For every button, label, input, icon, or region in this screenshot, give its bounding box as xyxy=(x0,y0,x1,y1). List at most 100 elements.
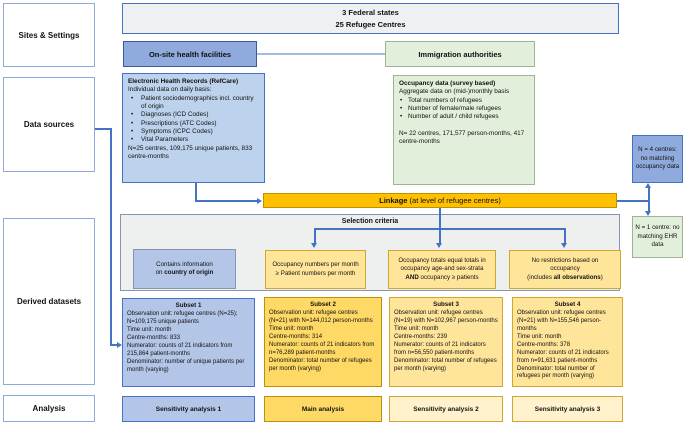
sensitivity-analysis-2-box: Sensitivity analysis 2 xyxy=(389,396,503,422)
criterion-bold: all observations xyxy=(553,273,601,281)
subset-2-box: Subset 2 Observation unit: refugee centr… xyxy=(264,297,382,387)
sensitivity-analysis-1-box: Sensitivity analysis 1 xyxy=(122,396,255,422)
criterion-line: occupancy age-and sex-strata xyxy=(400,265,484,273)
connector-onsite-immigration xyxy=(257,53,385,55)
occupancy-title: Occupancy data (survey based) xyxy=(399,80,496,87)
note-text: N = 4 centres: no matching occupancy dat… xyxy=(635,145,680,171)
ehr-bullet: Patient sociodemographics incl. country … xyxy=(128,95,259,112)
connector-linkage-down xyxy=(439,208,441,230)
criterion-line: Occupancy numbers per month xyxy=(272,261,359,269)
arrowhead-into-criterion2 xyxy=(311,243,317,248)
subset-3-box: Subset 3 Observation unit: refugee centr… xyxy=(389,297,503,387)
subset-body: Observation unit: refugee centres (N=19)… xyxy=(394,310,498,372)
criterion-bold: country of origin xyxy=(164,269,214,276)
connector-datasources-h xyxy=(95,128,111,130)
occupancy-bullet: Number of adult / child refugees xyxy=(399,113,529,122)
subset-title: Subset 3 xyxy=(433,301,459,308)
arrowhead-into-criterion4 xyxy=(561,243,567,248)
subset-body: Observation unit: refugee centres (N=25)… xyxy=(127,311,245,373)
subset-title: Subset 4 xyxy=(554,301,581,308)
occupancy-totals: N= 22 centres, 171,577 person-months, 41… xyxy=(399,129,525,145)
subset-body: Observation unit: refugee centres (N=21)… xyxy=(269,310,375,372)
row-label-text: Derived datasets xyxy=(16,297,82,306)
refugee-centres-line2: 25 Refugee Centres xyxy=(335,19,406,29)
onsite-label: On-site health facilities xyxy=(148,49,232,59)
criterion-line: ≥ Patient numbers per month xyxy=(275,269,356,277)
connector-notes-v xyxy=(648,188,650,212)
subset-body: Observation unit: refugee centres (N=21)… xyxy=(517,310,609,380)
federal-states-line1: 3 Federal states xyxy=(342,7,399,17)
criterion-line: Occupancy totals equal totals in xyxy=(398,256,486,264)
sensitivity-analysis-3-box: Sensitivity analysis 3 xyxy=(512,396,623,422)
linkage-rest: (at level of refugee centres) xyxy=(407,196,501,205)
ehr-bullet-list: Patient sociodemographics incl. country … xyxy=(128,95,259,145)
analysis-label: Sensitivity analysis 2 xyxy=(413,405,479,413)
criterion-text: (includes xyxy=(527,273,554,281)
analysis-label: Sensitivity analysis 1 xyxy=(155,405,222,413)
connector-to-criterion2 xyxy=(314,228,316,244)
connector-ehr-to-linkage xyxy=(195,200,258,202)
criterion-totals-equal-strata: Occupancy totals equal totals in occupan… xyxy=(388,250,496,289)
ehr-title: Electronic Health Records (RefCare) xyxy=(128,78,239,85)
criterion-line: Contains information xyxy=(156,260,213,268)
note-text: N = 1 centre: no matching EHR data xyxy=(635,223,680,249)
row-label-text: Data sources xyxy=(23,120,75,129)
criterion-no-restrictions: No restrictions based on occupancy (incl… xyxy=(509,250,621,289)
subset-title: Subset 1 xyxy=(175,302,202,309)
linkage-label: Linkage (at level of refugee centres) xyxy=(379,196,501,205)
row-label-text: Analysis xyxy=(32,404,66,413)
row-label-sites-settings: Sites & Settings xyxy=(3,3,95,67)
criterion-line: on country of origin xyxy=(156,269,214,277)
subset-1-box: Subset 1 Observation unit: refugee centr… xyxy=(122,298,255,387)
selection-criteria-title: Selection criteria xyxy=(341,218,399,225)
connector-ehr-down xyxy=(195,183,197,202)
connector-linkage-to-notes xyxy=(617,200,649,202)
ehr-bullet: Prescriptions (ATC Codes) xyxy=(128,120,259,129)
ehr-bullet: Diagnoses (ICD Codes) xyxy=(128,111,259,120)
row-label-text: Sites & Settings xyxy=(18,30,80,40)
arrowhead-into-note-occupancy xyxy=(645,183,651,188)
occupancy-bullet: Number of female/male refugees xyxy=(399,105,529,114)
linkage-bar: Linkage (at level of refugee centres) xyxy=(263,193,617,208)
analysis-label: Sensitivity analysis 3 xyxy=(534,405,601,413)
connector-datasources-to-subset1 xyxy=(111,344,118,346)
arrowhead-into-note-ehr xyxy=(645,211,651,216)
ehr-refcare-box: Electronic Health Records (RefCare) Indi… xyxy=(122,73,265,183)
arrowhead-into-linkage xyxy=(257,198,262,204)
arrowhead-into-criterion3 xyxy=(436,243,442,248)
occupancy-subtitle: Aggregate data on (mid-)monthly basis xyxy=(399,88,510,96)
criterion-text: occupancy ≥ patients xyxy=(418,273,479,281)
immigration-authorities-box: Immigration authorities xyxy=(385,41,535,67)
criterion-country-of-origin: Contains information on country of origi… xyxy=(133,249,236,289)
criterion-line: occupancy xyxy=(550,265,580,273)
criterion-text: ) xyxy=(600,273,603,281)
occupancy-bullet-list: Total numbers of refugees Number of fema… xyxy=(399,97,529,122)
row-label-data-sources: Data sources xyxy=(3,77,95,172)
subset-4-box: Subset 4 Observation unit: refugee centr… xyxy=(512,297,623,387)
connector-to-criterion4 xyxy=(564,228,566,244)
immigration-label: Immigration authorities xyxy=(418,49,502,59)
row-label-derived-datasets: Derived datasets xyxy=(3,218,95,385)
federal-states-box: 3 Federal states 25 Refugee Centres xyxy=(122,3,619,34)
occupancy-bullet: Total numbers of refugees xyxy=(399,97,529,106)
onsite-health-facilities-box: On-site health facilities xyxy=(123,41,257,67)
ehr-bullet: Vital Parameters xyxy=(128,136,259,145)
analysis-label: Main analysis xyxy=(301,405,345,413)
linkage-bold: Linkage xyxy=(379,196,408,205)
connector-to-criterion3 xyxy=(439,228,441,244)
ehr-totals: N=25 centres, 109,175 unique patients, 8… xyxy=(128,144,253,160)
row-label-analysis: Analysis xyxy=(3,395,95,422)
arrowhead-into-subset1 xyxy=(117,342,122,348)
ehr-subtitle: Individual data on daily basis: xyxy=(128,86,212,94)
selection-criteria-panel: Selection criteria Contains information … xyxy=(120,214,621,291)
subset-title: Subset 2 xyxy=(310,301,336,308)
note-no-ehr-data: N = 1 centre: no matching EHR data xyxy=(632,216,683,258)
connector-datasources-v xyxy=(110,128,112,346)
occupancy-data-box: Occupancy data (survey based) Aggregate … xyxy=(393,75,535,185)
criterion-occupancy-ge-patients: Occupancy numbers per month ≥ Patient nu… xyxy=(265,250,366,289)
criterion-line: AND occupancy ≥ patients xyxy=(405,274,478,282)
ehr-bullet: Symptoms (ICPC Codes) xyxy=(128,128,259,137)
criterion-text: on xyxy=(155,269,165,276)
main-analysis-box: Main analysis xyxy=(264,396,382,422)
